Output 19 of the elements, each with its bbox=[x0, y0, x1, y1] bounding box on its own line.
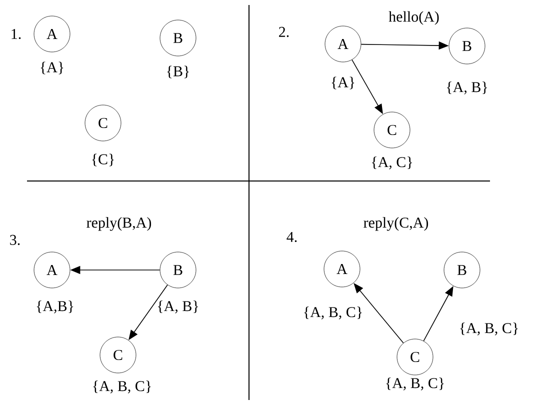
node-set-label: {A,B} bbox=[36, 300, 74, 314]
node-set-label: {B} bbox=[167, 66, 189, 78]
panel-label: reply(B,A) bbox=[86, 217, 152, 231]
panel-label: 4. bbox=[286, 232, 297, 242]
node-set-label: {A, B} bbox=[158, 300, 198, 314]
node-set-label: {C} bbox=[92, 154, 114, 166]
node-set-label: {A, C} bbox=[372, 156, 412, 170]
node-set-label: {A, B} bbox=[447, 82, 487, 94]
node-set-label: {A} bbox=[332, 76, 354, 90]
node-set-label: {A, B, C} bbox=[304, 306, 362, 320]
panel-label: reply(C,A) bbox=[364, 217, 428, 231]
node-set-label: {A} bbox=[40, 62, 64, 74]
panel-label: 2. bbox=[279, 26, 289, 38]
node-set-label: {A, B, C} bbox=[460, 322, 518, 336]
arrow bbox=[354, 283, 404, 344]
node-set-label: {A, B, C} bbox=[93, 380, 151, 394]
panel-label: 3. bbox=[10, 234, 20, 246]
node-set-label: {A, B, C} bbox=[386, 378, 444, 390]
edge-label: hello(A) bbox=[388, 10, 440, 26]
